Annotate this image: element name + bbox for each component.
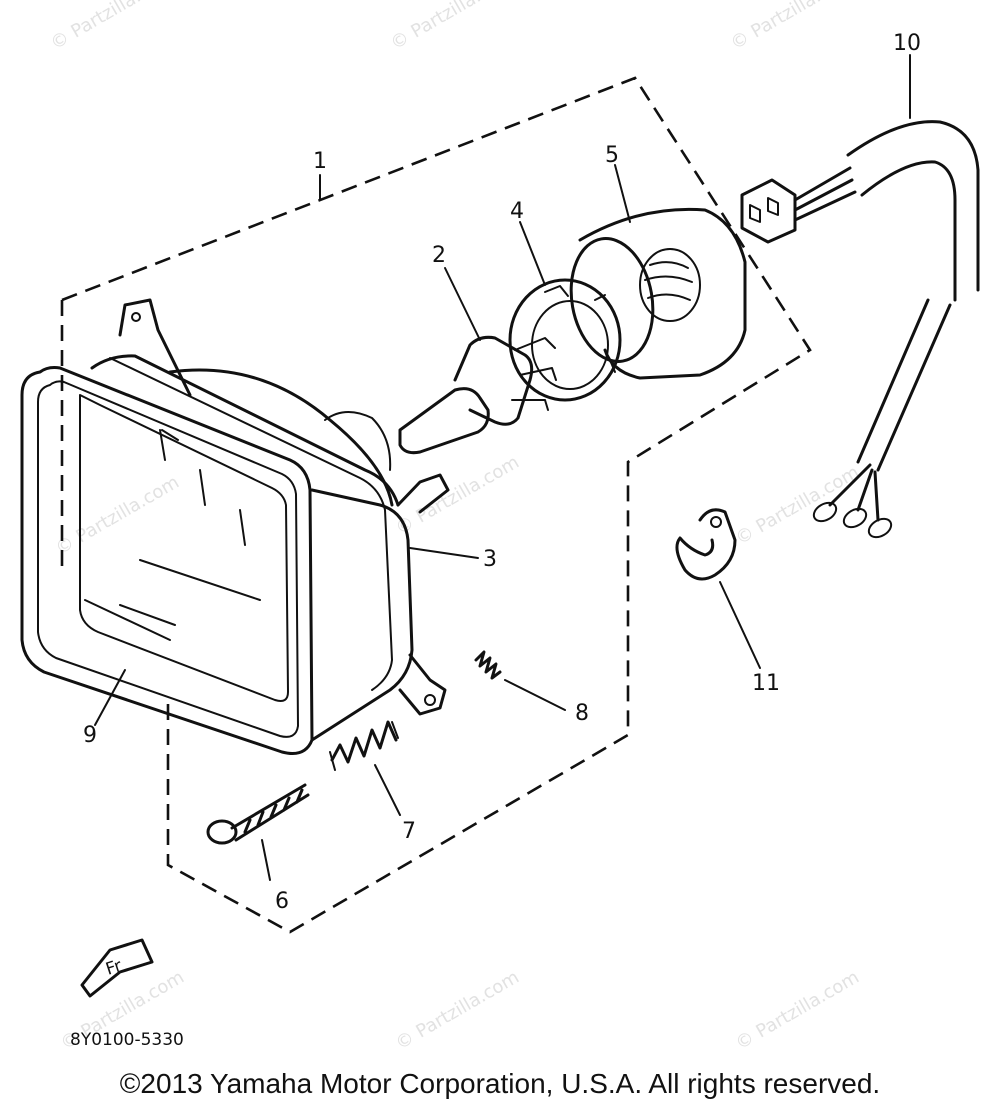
rim-inner <box>37 380 299 738</box>
callout-2: 2 <box>432 243 446 268</box>
leader-8 <box>504 679 566 711</box>
lens <box>79 394 289 702</box>
callout-7: 7 <box>402 819 416 844</box>
housing-edge <box>109 357 393 691</box>
leader-6 <box>261 839 271 881</box>
terminal <box>842 507 868 529</box>
watermark: © Partzilla.com <box>52 472 183 560</box>
front-arrow-label: Fr <box>103 956 124 980</box>
reflector-back <box>168 368 394 507</box>
lens-hatching <box>84 429 261 641</box>
callout-8: 8 <box>575 701 589 726</box>
callout-1: 1 <box>313 149 327 174</box>
bulb-terminals <box>511 337 557 411</box>
callout-9: 9 <box>83 723 97 748</box>
watermark: © Partzilla.com <box>392 967 523 1055</box>
connector <box>740 178 797 244</box>
watermark: © Partzilla.com <box>727 0 858 54</box>
cable-clamp <box>675 508 737 581</box>
callout-11: 11 <box>752 671 780 696</box>
leader-3 <box>409 547 479 559</box>
watermark: © Partzilla.com <box>732 462 863 550</box>
leader-5 <box>614 164 631 223</box>
connector-pins <box>749 197 779 223</box>
mount-hole <box>424 694 436 706</box>
leader-4 <box>519 221 546 286</box>
assembly-boundary <box>60 76 812 934</box>
cover-threads <box>644 261 693 301</box>
bulb-base <box>453 335 534 426</box>
drawing-number: 8Y0100-5330 <box>70 1030 184 1050</box>
spring-small <box>474 650 502 680</box>
clamp-body <box>675 508 737 581</box>
leader-2 <box>444 267 481 341</box>
leader-7 <box>374 764 401 816</box>
screw-head <box>206 819 238 845</box>
mount-tab-bottom <box>398 653 447 716</box>
callout-6: 6 <box>275 889 289 914</box>
wire-harness <box>740 120 980 539</box>
mount-tab-right <box>396 473 450 514</box>
adjust-spring <box>330 720 398 764</box>
mount-hole <box>131 312 141 322</box>
housing-top <box>90 354 400 507</box>
socket-cover <box>569 207 747 380</box>
cover-socket <box>639 248 701 322</box>
callout-3: 3 <box>483 547 497 572</box>
mount-tab-top <box>118 298 192 397</box>
front-arrow: Fr <box>80 938 154 998</box>
watermark: © Partzilla.com <box>47 0 178 54</box>
front-arrow-icon <box>80 938 154 998</box>
cover-rim <box>569 237 655 363</box>
watermark: © Partzilla.com <box>732 967 863 1055</box>
clamp-hole <box>710 516 722 528</box>
headlight-unit <box>20 298 450 755</box>
screw <box>206 783 310 845</box>
leader-lines <box>94 54 911 881</box>
wire-leads <box>828 463 880 522</box>
adjust-spring-edge <box>329 721 399 771</box>
watermarks: © Partzilla.com © Partzilla.com © Partzi… <box>47 0 863 1054</box>
housing-right <box>310 488 414 742</box>
cable-sleeve-lower <box>856 298 952 472</box>
ring-inner <box>531 300 609 390</box>
copyright-notice: ©2013 Yamaha Motor Corporation, U.S.A. A… <box>119 1068 881 1099</box>
watermark: © Partzilla.com <box>392 452 523 540</box>
wires-short <box>793 166 857 222</box>
callout-10: 10 <box>893 31 921 56</box>
terminal <box>867 517 893 539</box>
terminal <box>812 501 838 523</box>
screw-shaft <box>230 783 310 842</box>
ring-outer <box>508 278 622 402</box>
callout-4: 4 <box>510 199 524 224</box>
bulb-glass <box>398 387 490 455</box>
watermark: © Partzilla.com <box>387 0 518 54</box>
cable-sleeve-upper <box>846 120 980 302</box>
cover-body <box>578 207 747 380</box>
leader-9 <box>94 669 126 726</box>
callouts: 1 2 3 4 5 6 7 8 9 10 11 <box>83 31 921 914</box>
reflector-dome <box>324 411 392 471</box>
leader-11 <box>719 581 761 669</box>
retaining-ring <box>508 278 622 402</box>
rim-outer <box>20 366 314 755</box>
callout-5: 5 <box>605 143 619 168</box>
